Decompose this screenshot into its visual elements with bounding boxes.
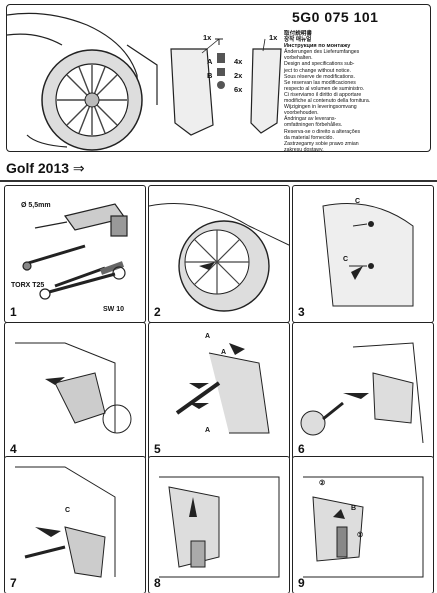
step-number: 1 (10, 305, 17, 319)
notice-line: Инструкция по монтажу (284, 43, 351, 50)
notice-line: Änderungen des Lieferumfanges (284, 49, 360, 56)
notice-line: voorbehouden. (284, 110, 319, 117)
notice-line: 取付説明書 (284, 31, 312, 37)
remove-screws-illustration (322, 203, 414, 307)
divider (0, 180, 437, 182)
step-number: 4 (10, 442, 17, 456)
model-banner: Golf 2013 ⇒ (6, 160, 85, 177)
callout-circled-1: ① (357, 532, 364, 539)
notice-line: ject to change without notice. (284, 67, 351, 74)
final-fasten-illustration (303, 476, 424, 578)
step-number: 9 (298, 576, 305, 590)
notice-line: modifiche al contenuto della fornitura. (284, 98, 371, 105)
notice-line: omfattningen förbehålles. (284, 122, 343, 129)
part-a-label: A (207, 57, 213, 66)
step-number: 8 (154, 576, 161, 590)
screw-flap-illustration (300, 342, 424, 444)
step-number: 7 (10, 576, 17, 590)
arrow-right-icon: ⇒ (72, 160, 85, 176)
notice-line: Ändringar av leverans- (284, 116, 337, 123)
qty-left-flap: 1x (203, 33, 212, 42)
step-number: 6 (298, 442, 305, 456)
notice-line: Wijzigingen in leveringsomvang (284, 104, 357, 111)
notice-line: Design and specifications sub- (284, 61, 355, 68)
notice-line: Zastrzegamy sobie prawo zmian (284, 140, 359, 147)
notice-line: respecto al volumen de suministro. (284, 85, 365, 92)
callout-c: C (65, 507, 71, 514)
callout-a: A (221, 349, 227, 356)
wrench-label: SW 10 (103, 306, 125, 313)
callout-a: A (205, 333, 211, 340)
model-name: Golf 2013 (6, 160, 70, 176)
notice-line: da material fornecido. (284, 134, 334, 141)
qty-part-b: 2x (234, 71, 243, 80)
step-panel-1: Ø 5,5mm TORX T25 SW 10 1 (4, 185, 146, 323)
fasten-screws-illustration (175, 343, 270, 434)
callout-c: C (355, 198, 361, 205)
notice-line: Ci riserviamo il diritto di apportare (284, 91, 362, 98)
step-number: 3 (298, 305, 305, 319)
notice-line: Sous réserve de modifications. (284, 73, 355, 80)
wheel-arch-illustration (149, 203, 289, 312)
insert-flap-illustration (15, 342, 132, 434)
step-panel-9: ② B ① 9 (292, 456, 434, 593)
part-b-label: B (207, 71, 213, 80)
tools-illustration (22, 203, 128, 300)
callout-b: B (351, 505, 357, 512)
step-panel-8: 8 (148, 456, 290, 593)
step-panel-3: C C 3 (292, 185, 434, 323)
callout-circled-2: ② (319, 480, 326, 487)
torx-label: TORX T25 (11, 282, 45, 289)
qty-right-flap: 1x (269, 33, 278, 42)
qty-part-a: 4x (234, 57, 243, 66)
notice-line: zakresu dostawy. (284, 146, 324, 152)
attach-lower-flap-illustration (15, 466, 116, 578)
step-panel-7: C 7 (4, 456, 146, 593)
callout-a: A (205, 427, 211, 434)
callout-c: C (343, 256, 349, 263)
notice-line: 장착 매뉴얼 (284, 37, 312, 44)
drill-size-label: Ø 5,5mm (21, 202, 51, 209)
notice-line: vorbehalten. (284, 55, 313, 62)
notice-line: Reserva-se o direito a alterações (284, 128, 361, 135)
step-panel-6: 6 (292, 322, 434, 460)
step-number: 2 (154, 305, 161, 319)
underbody-drill-illustration (159, 476, 280, 578)
step-panel-5: A A A 5 (148, 322, 290, 460)
part-number: 5G0 075 101 (292, 9, 379, 25)
qty-clip: 6x (234, 85, 243, 94)
car-wheel-illustration (7, 12, 282, 151)
notice-line: Se reservan las modificaciones (284, 79, 356, 86)
step-panel-4: 4 (4, 322, 146, 460)
step-number: 5 (154, 442, 161, 456)
step-panel-2: 2 (148, 185, 290, 323)
